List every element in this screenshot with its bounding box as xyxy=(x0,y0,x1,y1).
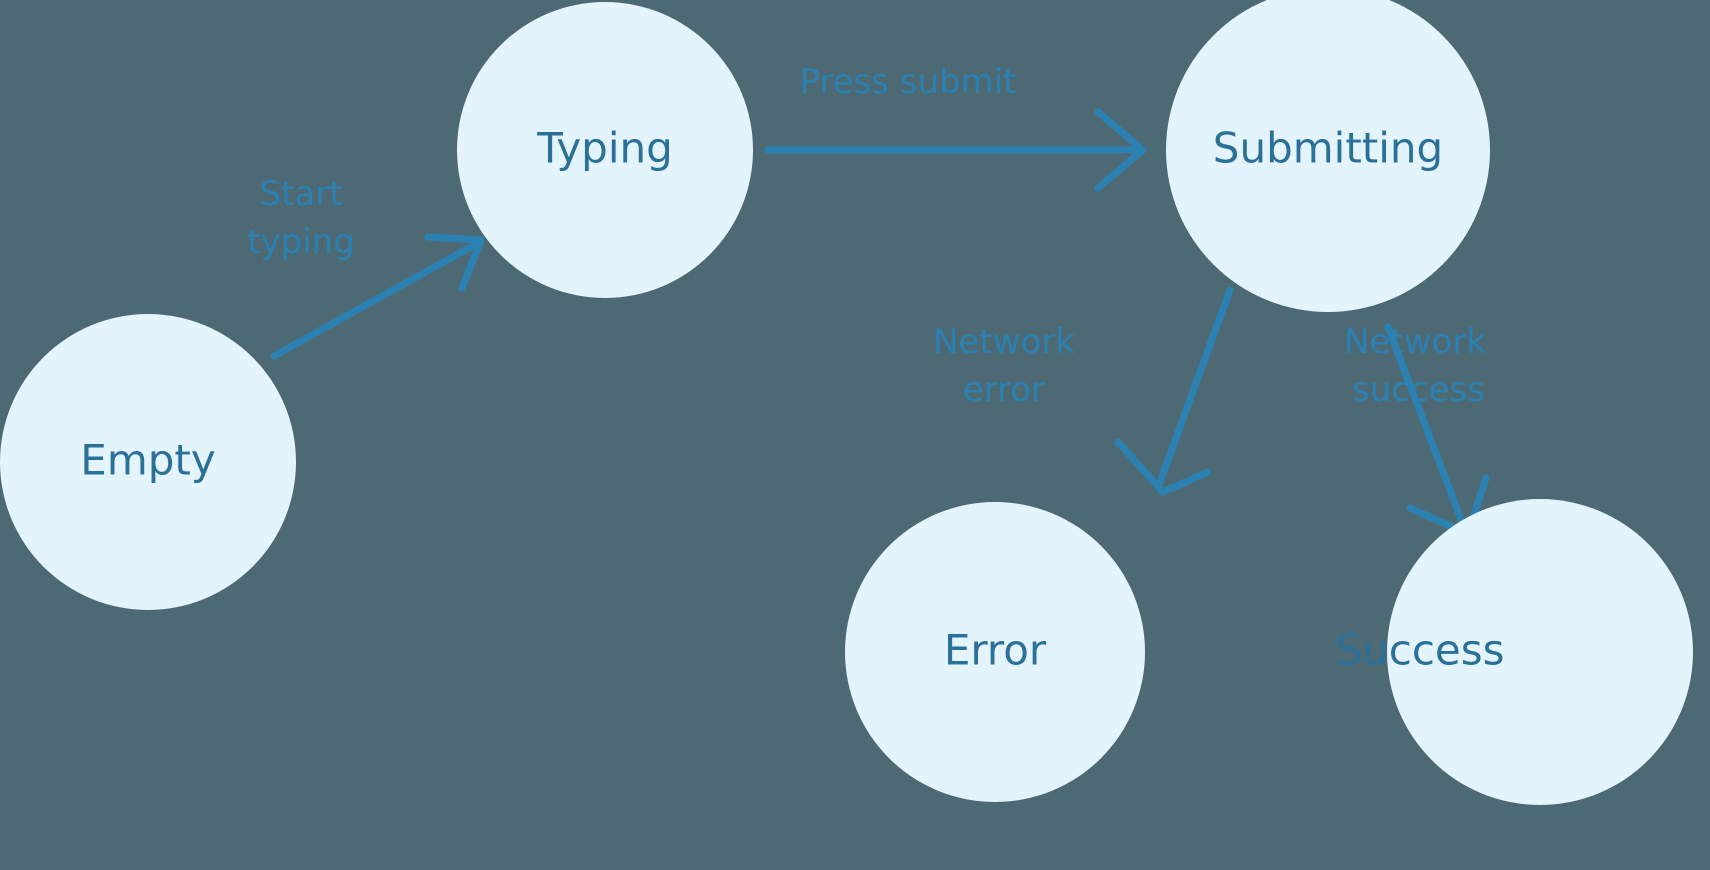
state-node-submitting-label: Submitting xyxy=(1213,124,1443,173)
state-node-empty-label: Empty xyxy=(80,436,215,485)
transition-empty-to-typing-label-line1: Start xyxy=(259,174,342,214)
state-node-error-label: Error xyxy=(944,626,1047,675)
state-node-typing-circle xyxy=(457,2,753,298)
transition-submitting-to-success[interactable]: Network success xyxy=(1344,322,1490,538)
state-node-error-circle xyxy=(845,502,1145,802)
state-node-success-label: Success xyxy=(1335,626,1504,675)
state-node-empty[interactable]: Empty xyxy=(0,314,296,610)
transition-submitting-to-error-line xyxy=(1156,286,1234,486)
transition-typing-to-submitting-label-line1: Press submit xyxy=(799,62,1016,102)
transition-submitting-to-success-label-line1: Network xyxy=(1344,322,1486,362)
transition-typing-to-submitting[interactable]: Press submit xyxy=(764,62,1147,192)
transition-empty-to-typing-arrowhead xyxy=(424,233,485,292)
transition-submitting-to-success-line xyxy=(1384,323,1466,526)
state-node-success-circle xyxy=(1387,499,1693,805)
state-node-submitting[interactable]: Submitting xyxy=(1166,0,1490,312)
state-node-success[interactable]: Success xyxy=(1335,499,1693,805)
state-node-typing[interactable]: Typing xyxy=(457,2,753,298)
transition-submitting-to-success-label-line2: success xyxy=(1352,370,1485,410)
transition-submitting-to-error-label-line1: Network xyxy=(933,322,1075,362)
state-node-empty-circle xyxy=(0,314,296,610)
transition-submitting-to-error[interactable]: Network error xyxy=(933,286,1234,496)
transition-typing-to-submitting-arrowhead xyxy=(1094,108,1147,192)
transition-submitting-to-error-arrowhead xyxy=(1114,438,1212,496)
transition-empty-to-typing-label-line2: typing xyxy=(247,222,355,262)
state-node-typing-label: Typing xyxy=(536,124,673,173)
state-node-submitting-circle xyxy=(1166,0,1490,312)
state-node-error[interactable]: Error xyxy=(845,502,1145,802)
transition-empty-to-typing[interactable]: Start typing xyxy=(247,174,485,360)
transition-empty-to-typing-line xyxy=(270,239,482,360)
transition-submitting-to-error-label-line2: error xyxy=(963,370,1045,410)
